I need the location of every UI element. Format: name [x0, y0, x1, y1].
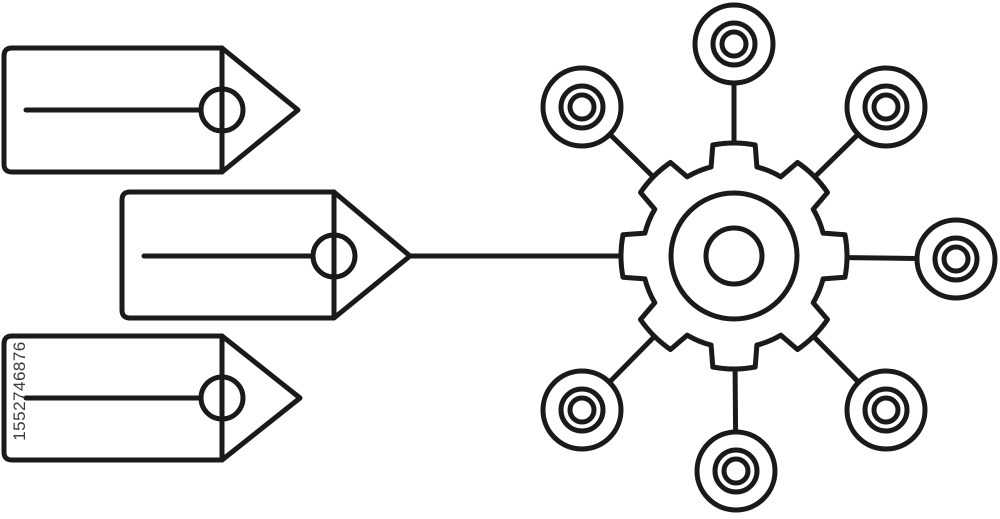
- tag-3-hole-icon: [198, 374, 246, 422]
- satellite-right: [914, 217, 998, 301]
- spoke-upper-left: [607, 131, 655, 178]
- spoke-bottom: [732, 368, 739, 435]
- stock-id-watermark: 1552746876: [10, 341, 29, 441]
- target-ring-icon-middle: [710, 20, 758, 68]
- tag-2-hole-icon: [310, 232, 358, 280]
- tag-1-hole-icon: [198, 86, 246, 134]
- target-ring-icon-outer: [540, 368, 624, 452]
- target-ring-icon-middle: [862, 83, 910, 131]
- gear-hub: [618, 140, 850, 372]
- target-ring-icon-inner: [719, 29, 749, 59]
- tag-1: [1, 45, 301, 175]
- target-ring-icon-inner: [941, 244, 971, 274]
- spoke-lower-right: [812, 335, 862, 385]
- tag-1-outline: [1, 45, 301, 175]
- tag-2: [119, 189, 413, 321]
- target-ring-icon-outer: [694, 429, 778, 513]
- target-ring-icon-middle: [932, 235, 980, 283]
- target-ring-icon-inner: [871, 92, 901, 122]
- target-ring-icon-inner: [871, 395, 901, 425]
- spoke-lower-left: [606, 335, 656, 385]
- target-ring-icon-inner: [567, 395, 597, 425]
- target-ring-icon-outer: [540, 65, 624, 149]
- satellite-upper-left: [540, 65, 624, 149]
- tag-3-outline: [1, 333, 303, 463]
- target-ring-icon-middle: [558, 83, 606, 131]
- satellite-lower-left: [540, 368, 624, 452]
- target-ring-icon-outer: [692, 2, 776, 86]
- target-ring-icon-middle: [862, 386, 910, 434]
- satellite-nodes: [540, 2, 998, 513]
- target-ring-icon-middle: [558, 386, 606, 434]
- gear-center-ring: [703, 225, 765, 287]
- target-ring-icon-outer: [844, 368, 928, 452]
- satellite-lower-right: [844, 368, 928, 452]
- satellite-top: [692, 2, 776, 86]
- tag-3: [1, 333, 303, 463]
- satellite-bottom: [694, 429, 778, 513]
- target-ring-icon-inner: [567, 92, 597, 122]
- gear-inner-ring: [668, 190, 800, 322]
- target-ring-icon-middle: [712, 447, 760, 495]
- spoke-upper-right: [813, 131, 861, 178]
- satellite-upper-right: [844, 65, 928, 149]
- target-ring-icon-inner: [721, 456, 751, 486]
- target-ring-icon-outer: [914, 217, 998, 301]
- tag-2-outline: [119, 189, 413, 321]
- target-ring-icon-outer: [844, 65, 928, 149]
- spoke-right: [846, 255, 920, 261]
- gear-icon: [618, 140, 850, 372]
